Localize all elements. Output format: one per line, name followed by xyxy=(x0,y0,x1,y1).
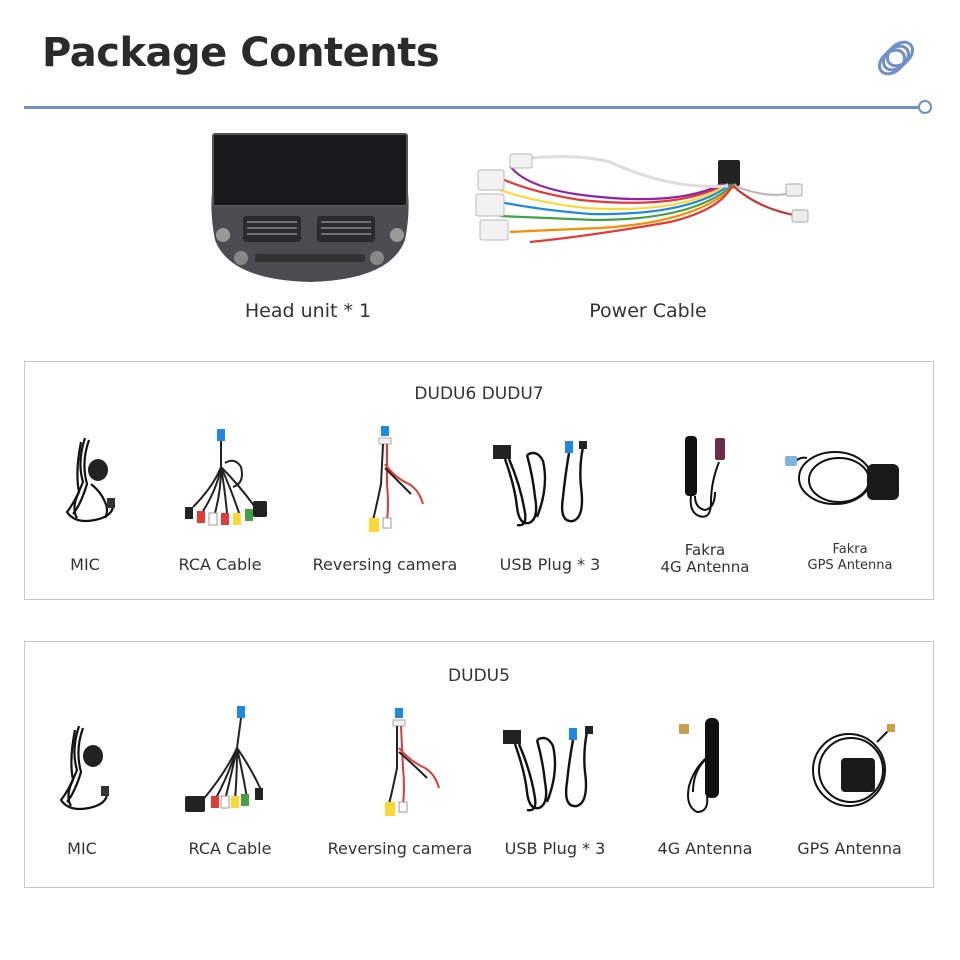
item-label: USB Plug * 3 xyxy=(504,839,606,858)
item-label-line2: 4G Antenna xyxy=(660,558,750,576)
gps-antenna-icon xyxy=(812,724,895,807)
item-label: Fakra 4G Antenna xyxy=(655,542,755,576)
dudu6-dudu7-panel: DUDU6 DUDU7 MIC xyxy=(24,361,934,600)
usb-plug-icon xyxy=(493,441,587,527)
head-unit-icon xyxy=(211,133,409,282)
item-label: USB Plug * 3 xyxy=(499,555,601,574)
page-title: Package Contents xyxy=(42,30,440,76)
panel-title: DUDU5 xyxy=(448,666,510,686)
usb-plug-image xyxy=(487,437,597,532)
gps-antenna-image xyxy=(807,722,897,812)
divider-end-dot xyxy=(918,100,932,114)
fakra-4g-antenna-image xyxy=(675,432,735,532)
power-cable-label: Power Cable xyxy=(589,300,707,322)
item-label: RCA Cable xyxy=(178,555,262,574)
mic-image xyxy=(55,432,125,527)
reversing-camera-image xyxy=(355,424,435,539)
fakra-gps-antenna-icon xyxy=(785,451,899,505)
4g-antenna-icon xyxy=(679,718,719,814)
rca-cable-image xyxy=(173,427,273,537)
panel-title: DUDU6 DUDU7 xyxy=(414,384,544,404)
rca-cable-icon xyxy=(185,429,267,526)
item-label: MIC xyxy=(70,555,100,574)
reversing-camera-cable-icon xyxy=(369,426,424,532)
head-unit-image xyxy=(205,130,415,290)
fakra-4g-antenna-icon xyxy=(685,436,725,518)
ring-coil-logo-icon xyxy=(872,34,920,82)
head-unit-label: Head unit * 1 xyxy=(244,300,372,322)
usb-plug-icon xyxy=(503,726,593,812)
power-cable-image xyxy=(470,150,815,250)
4g-antenna-image xyxy=(675,716,735,821)
dudu5-panel: DUDU5 MIC xyxy=(24,641,934,888)
power-cable-icon xyxy=(475,153,809,244)
item-label: GPS Antenna xyxy=(797,839,902,858)
fakra-gps-antenna-image xyxy=(783,442,903,517)
reversing-camera-image xyxy=(373,706,453,824)
item-label: 4G Antenna xyxy=(657,839,753,858)
item-label: Reversing camera xyxy=(312,555,458,574)
rca-cable-image xyxy=(175,704,275,822)
reversing-camera-cable-icon xyxy=(385,708,440,816)
item-label: Reversing camera xyxy=(327,839,473,858)
item-label: MIC xyxy=(67,839,97,858)
item-label-line1: Fakra xyxy=(684,541,726,559)
mic-image xyxy=(49,720,119,815)
usb-plug-image xyxy=(497,722,607,817)
mic-icon xyxy=(65,437,115,523)
header-divider xyxy=(24,106,920,109)
item-label: RCA Cable xyxy=(188,839,272,858)
rca-cable-icon xyxy=(185,706,263,812)
item-label-line1: Fakra xyxy=(832,542,868,557)
item-label: Fakra GPS Antenna xyxy=(795,542,905,574)
item-label-line2: GPS Antenna xyxy=(807,558,893,573)
mic-icon xyxy=(59,725,109,811)
